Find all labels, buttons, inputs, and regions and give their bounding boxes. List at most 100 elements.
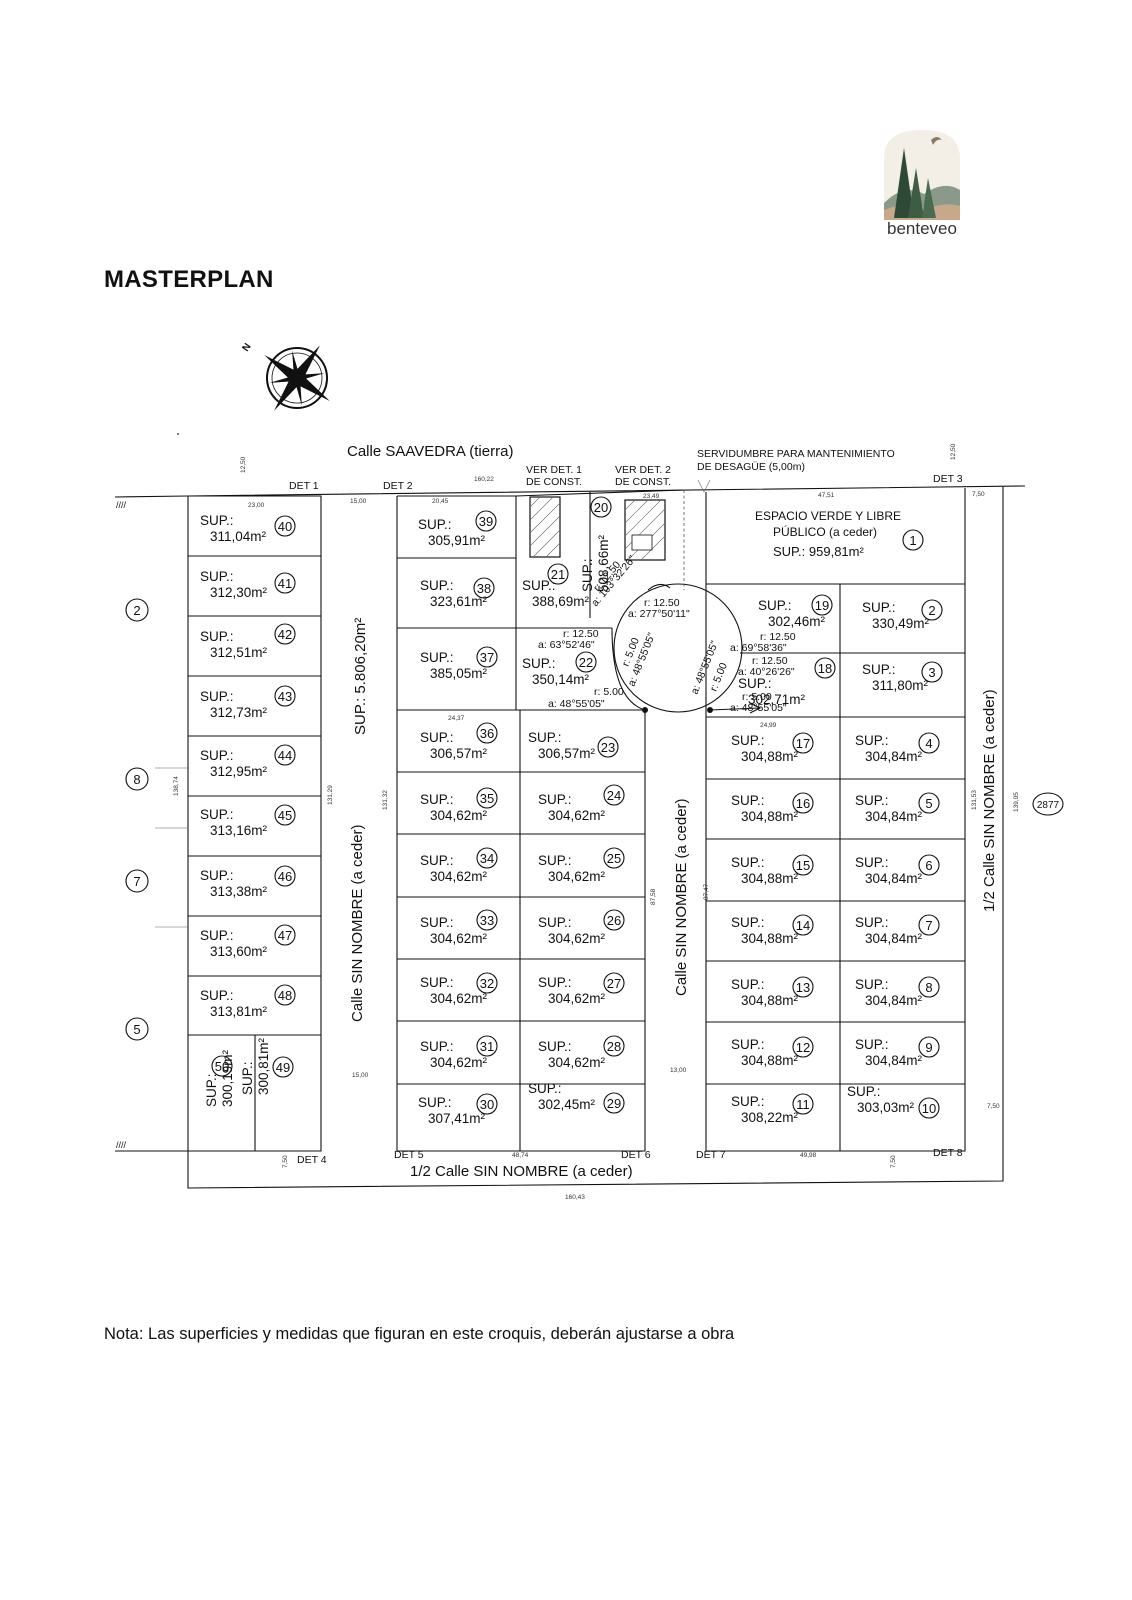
lot-number: 20 [594,500,608,515]
lot-number-circle [476,1093,498,1115]
dim: 138,74 [173,776,180,796]
ver-det-1-label-2: DE CONST. [526,476,582,488]
dim: 24,99 [760,722,777,729]
lot-number-circle [475,510,497,532]
lot-number: 6 [925,858,932,873]
lot-number-circle [473,577,495,599]
lot-number: 8 [925,980,932,995]
lot-sup-prefix: SUP.: [200,807,234,822]
lot-sup-prefix: SUP.: [418,517,452,532]
lot-area: 304,88m² [741,749,799,764]
lot-sup-prefix: SUP.: [862,600,896,615]
lot-sup-prefix: SUP.: [528,730,562,745]
lot-area: 306,57m² [538,746,596,761]
lot-number: 39 [479,514,493,529]
lot-number-circle [918,976,940,998]
lot-sup-prefix: SUP.: [731,855,765,870]
lot-number: 50 [215,1059,229,1074]
lot-number: 47 [278,928,292,943]
dim: 87,58 [650,888,657,905]
lot-area: 302,71m² [748,692,806,707]
dim: 15,00 [350,498,367,505]
det-5-label: DET 5 [394,1149,424,1161]
lot-sup-prefix: SUP.: [731,1094,765,1109]
lot-number-circle [792,1093,814,1115]
lot-number-circle [792,976,814,998]
servidumbre-label-1: SERVIDUMBRE PARA MANTENIMIENTO [697,448,895,460]
lot-number-circle [792,792,814,814]
lot-sup-prefix: SUP.: [420,792,454,807]
lot-number: 7 [925,918,932,933]
dim: 15,00 [352,1072,369,1079]
construction-detail-hatch [529,496,666,561]
lot-sup-prefix: SUP.: [758,598,792,613]
lot-area: 303,03m² [857,1100,915,1115]
curve-left-r2: r: 5.00 [594,686,624,698]
det-6-label: DET 6 [621,1149,651,1161]
lot-number: 3 [928,665,935,680]
lot-sup-prefix: SUP.: [855,733,889,748]
lot-area: 330,49m² [872,616,930,631]
lot-sup-prefix: SUP.: [538,915,572,930]
lot-number-circle [603,909,625,931]
lot-area: 304,84m² [865,871,923,886]
lot-sup-prefix: SUP.: [538,975,572,990]
green-space-area: SUP.: 959,81m² [773,544,864,559]
dim: 23,49 [643,493,660,500]
lot-number-circle [590,496,612,518]
lot-area: 304,62m² [548,931,606,946]
neighbor-8: 8 [133,772,140,787]
lot-area: 307,41m² [428,1111,486,1126]
lot-number-circle [476,847,498,869]
